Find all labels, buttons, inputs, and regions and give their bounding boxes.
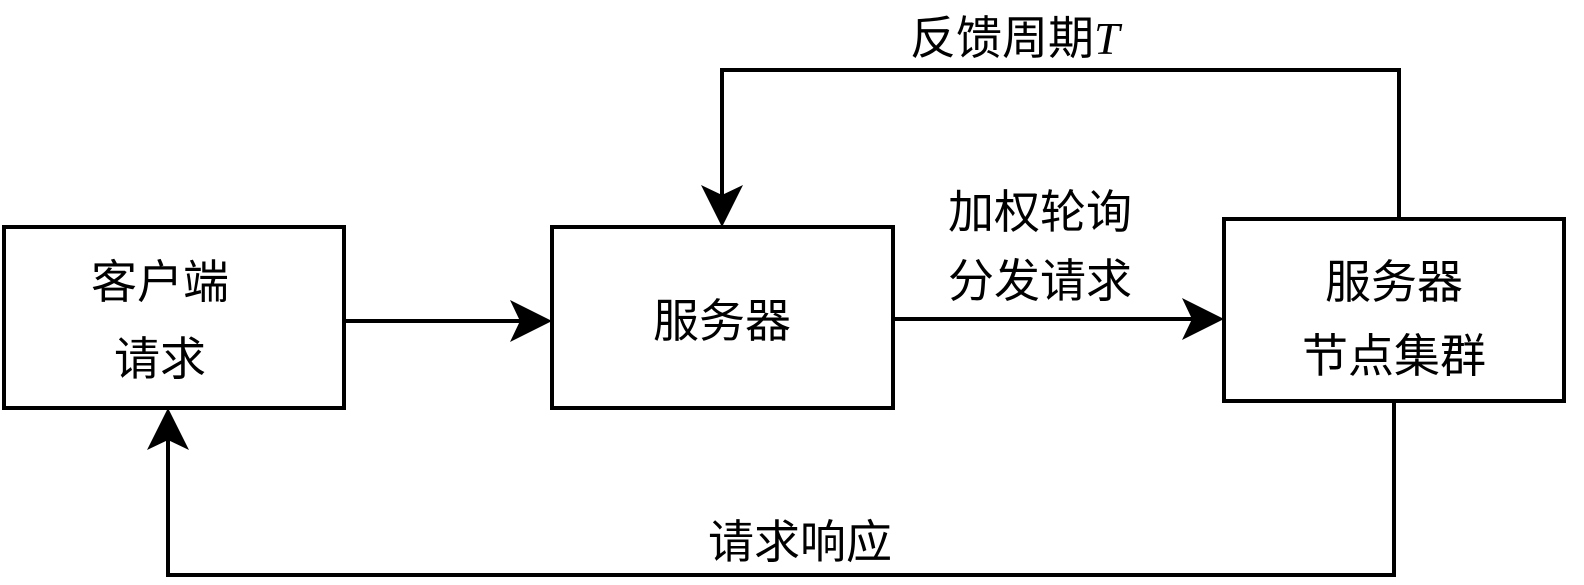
feedback-line bbox=[720, 68, 1401, 219]
feedback-label-text: 反馈周期 bbox=[910, 11, 1094, 65]
dispatch-arrow: 加权轮询 分发请求 bbox=[893, 185, 1224, 340]
client-to-server-arrow bbox=[344, 300, 552, 342]
client-to-server-arrowhead bbox=[510, 300, 552, 342]
response-arrow: 请求响应 bbox=[147, 401, 1396, 577]
client-request-label-line2: 请求 bbox=[114, 332, 206, 386]
feedback-arrow: 反馈周期T bbox=[701, 11, 1401, 227]
client-request-label-line1: 客户端 bbox=[91, 255, 229, 309]
client-request-box bbox=[2, 225, 346, 410]
dispatch-arrowhead bbox=[1182, 298, 1224, 340]
server-cluster-box bbox=[1222, 217, 1566, 403]
server-cluster-label-line1: 服务器 bbox=[1325, 255, 1463, 309]
dispatch-label-line1: 加权轮询 bbox=[948, 185, 1132, 239]
response-arrowhead bbox=[147, 408, 189, 450]
feedback-arrowhead bbox=[701, 185, 743, 227]
server-node: 服务器 bbox=[550, 225, 895, 410]
client-request-node: 客户端 请求 bbox=[2, 225, 346, 410]
server-cluster-node: 服务器 节点集群 bbox=[1222, 217, 1566, 403]
feedback-label: 反馈周期T bbox=[910, 11, 1123, 65]
server-label: 服务器 bbox=[653, 294, 791, 348]
response-line bbox=[166, 401, 1396, 577]
feedback-period-variable: T bbox=[1094, 13, 1123, 64]
server-cluster-label-line2: 节点集群 bbox=[1302, 329, 1486, 383]
dispatch-label-line2: 分发请求 bbox=[948, 254, 1132, 308]
response-label: 请求响应 bbox=[708, 515, 892, 569]
server-box bbox=[550, 225, 895, 410]
